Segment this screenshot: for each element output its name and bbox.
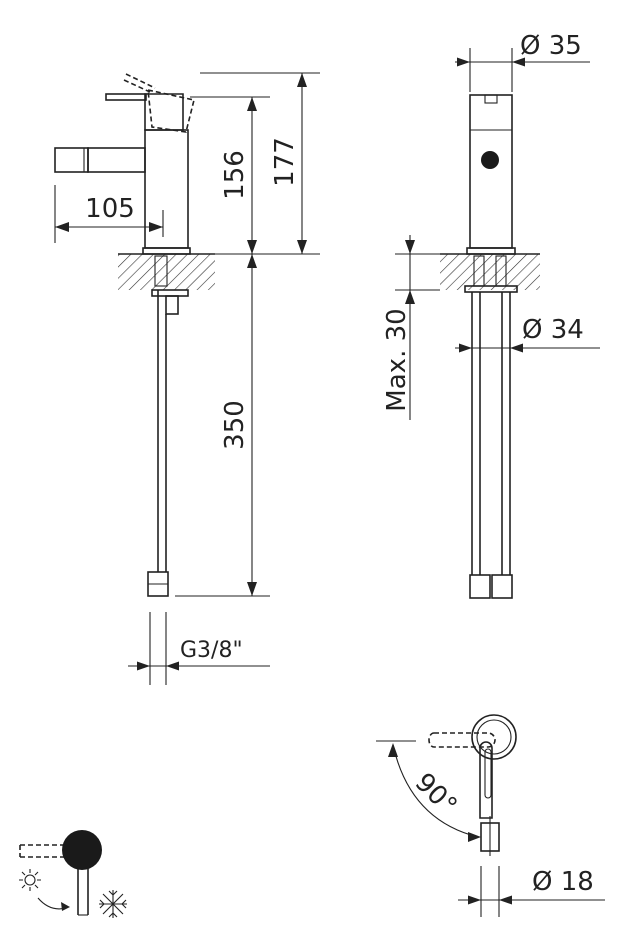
aerator-outlet	[481, 151, 499, 169]
dim-max-deck: Max. 30	[382, 308, 412, 411]
lever	[105, 93, 147, 101]
spout-tip	[54, 147, 89, 173]
front-view: Ø 35 Max. 30 Ø 34	[382, 31, 600, 599]
deck-hatch-front	[440, 254, 540, 290]
dim-body-diameter: Ø 35	[520, 31, 582, 61]
dim-total-height: 177	[270, 137, 300, 187]
temperature-legend	[19, 830, 127, 918]
side-view: 156 177 350 105 G3/8"	[54, 72, 320, 685]
dim-hole-diameter: Ø 34	[522, 315, 584, 345]
dim-hose-length: 350	[220, 400, 250, 450]
dim-spout-reach: 105	[85, 194, 135, 224]
dim-body-height: 156	[220, 150, 250, 200]
top-view: 90° Ø 18	[376, 714, 605, 917]
rotation-arrow-icon	[37, 897, 70, 911]
dim-lever-width: Ø 18	[532, 867, 594, 897]
base-plate	[142, 247, 191, 255]
dim-lever-rotation: 90°	[409, 767, 463, 821]
dim-connection: G3/8"	[180, 638, 243, 663]
lever-knob	[62, 830, 102, 870]
hot-water-sun-icon	[19, 869, 41, 891]
cold-water-snowflake-icon	[99, 890, 127, 918]
faucet-body-front	[469, 94, 513, 249]
